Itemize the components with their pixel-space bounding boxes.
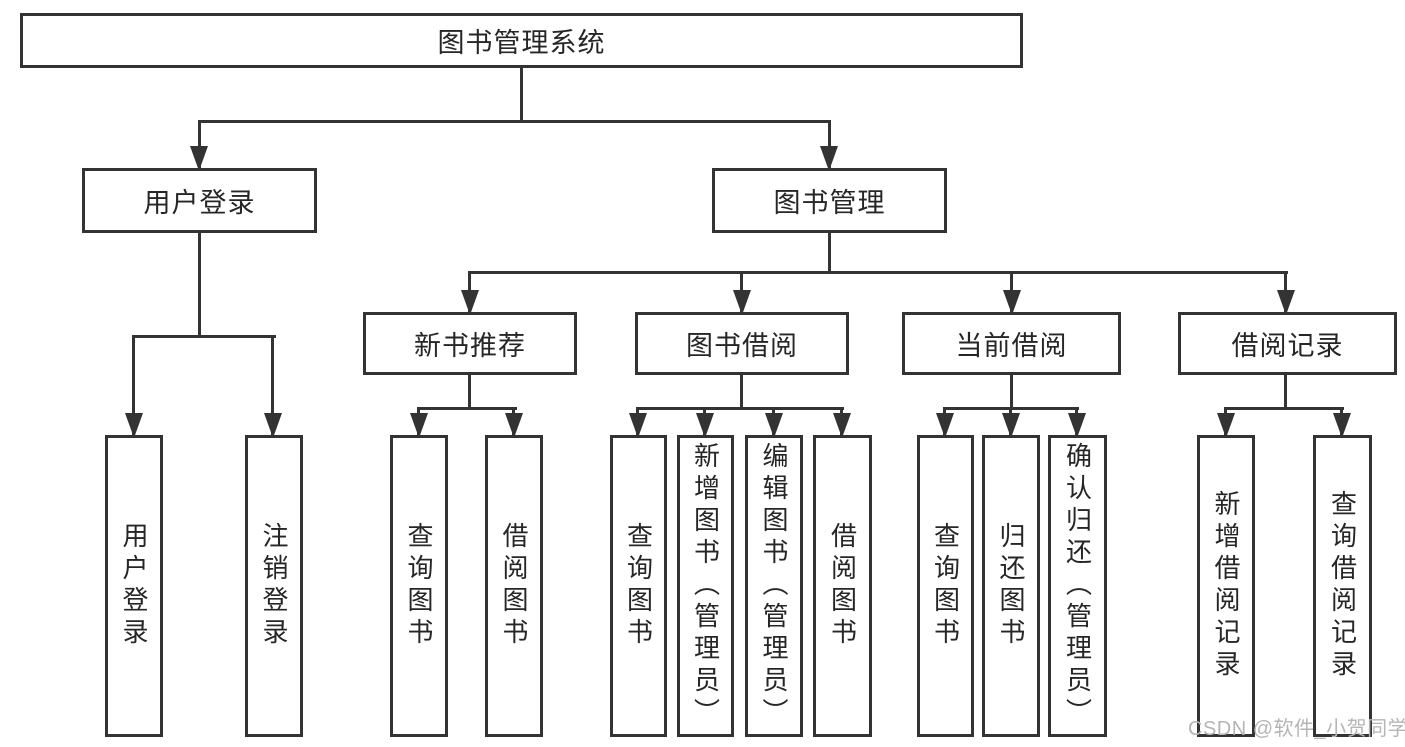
node-new-book-recommend: 新书推荐	[363, 312, 577, 375]
arrow-down-icon	[461, 290, 479, 315]
leaf-return-book: 归还图书	[982, 435, 1040, 737]
connector-line	[636, 407, 844, 410]
arrow-down-icon	[190, 146, 208, 171]
arrow-down-icon	[820, 146, 838, 171]
connector-line	[198, 120, 831, 123]
connector-line	[828, 120, 831, 170]
arrow-down-icon	[1217, 413, 1235, 438]
leaf-logout: 注销登录	[245, 435, 303, 737]
arrow-down-icon	[936, 413, 954, 438]
connector-line	[1284, 375, 1287, 410]
arrow-down-icon	[1333, 413, 1351, 438]
leaf-query-books-current: 查询图书	[917, 435, 974, 737]
node-borrow-records: 借阅记录	[1178, 312, 1397, 375]
arrow-down-icon	[1068, 413, 1086, 438]
watermark: CSDN @软件_小贺同学	[1188, 718, 1405, 740]
arrow-down-icon	[629, 413, 647, 438]
arrow-down-icon	[733, 290, 751, 315]
leaf-query-books-borrowing: 查询图书	[610, 435, 667, 737]
leaf-query-books-recommend: 查询图书	[390, 435, 448, 737]
leaf-query-borrow-record: 查询借阅记录	[1313, 435, 1372, 737]
node-book-borrowing: 图书借阅	[635, 312, 849, 375]
connector-line	[1010, 375, 1013, 410]
connector-line	[520, 68, 523, 123]
node-user-login: 用户登录	[82, 168, 317, 233]
arrow-down-icon	[1277, 290, 1295, 315]
arrow-down-icon	[696, 413, 714, 438]
arrow-down-icon	[505, 413, 523, 438]
connector-line	[198, 233, 201, 338]
leaf-user-login: 用户登录	[105, 435, 163, 737]
connector-line	[828, 233, 831, 274]
connector-line	[132, 335, 135, 437]
connector-line	[271, 335, 274, 437]
arrow-down-icon	[410, 413, 428, 438]
leaf-confirm-return-admin: 确认归还（管理员）	[1048, 435, 1107, 737]
node-root-library-system: 图书管理系统	[20, 13, 1023, 68]
leaf-edit-book-admin: 编辑图书（管理员）	[745, 435, 803, 737]
arrow-down-icon	[1003, 290, 1021, 315]
connector-line	[468, 375, 471, 410]
arrow-down-icon	[765, 413, 783, 438]
arrow-down-icon	[125, 413, 143, 438]
leaf-add-borrow-record: 新增借阅记录	[1197, 435, 1255, 737]
arrow-down-icon	[1002, 413, 1020, 438]
connector-line	[132, 335, 276, 338]
arrow-down-icon	[833, 413, 851, 438]
connector-line	[1224, 407, 1344, 410]
leaf-borrow-books: 借阅图书	[813, 435, 872, 737]
connector-line	[417, 407, 517, 410]
node-current-borrowing: 当前借阅	[902, 312, 1121, 375]
leaf-add-book-admin: 新增图书（管理员）	[677, 435, 734, 737]
arrow-down-icon	[264, 413, 282, 438]
connector-line	[468, 271, 1288, 274]
node-book-management: 图书管理	[712, 168, 947, 233]
connector-line	[198, 120, 201, 170]
connector-line	[740, 375, 743, 410]
leaf-borrow-books-recommend: 借阅图书	[485, 435, 543, 737]
